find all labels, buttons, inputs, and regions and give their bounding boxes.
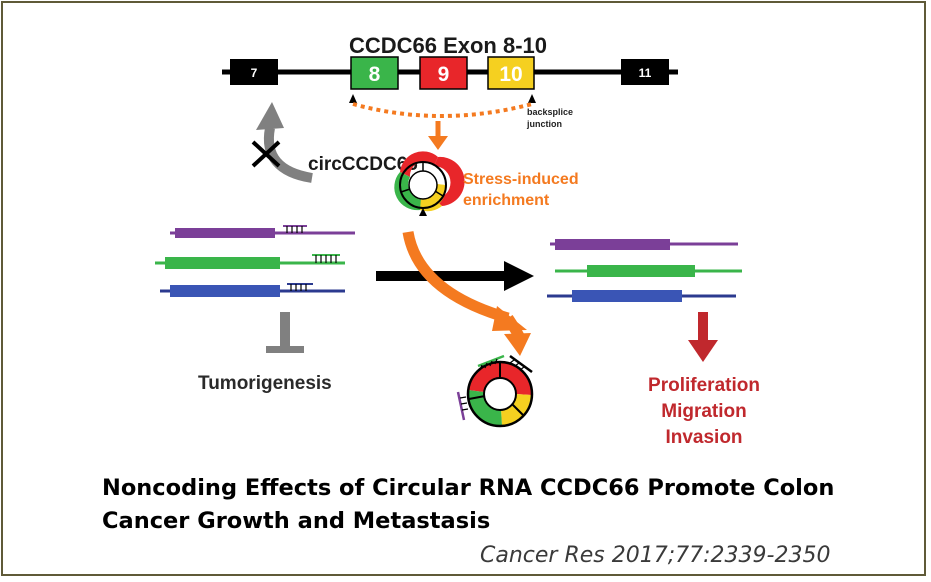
orange-curved-arrow [402, 230, 510, 324]
orange-down-arrow-head [428, 136, 448, 150]
red-down-arrow [688, 312, 718, 362]
exon-10: 10 [487, 56, 535, 90]
paper-citation: Cancer Res 2017;77:2339-2350 [480, 543, 831, 568]
gray-curved-arrow-head [256, 102, 284, 130]
bound-mirna-black [509, 354, 533, 374]
blocked-x-icon [251, 140, 281, 168]
enrichment-label-line2: enrichment [463, 192, 550, 209]
left-mrna-green [155, 254, 345, 269]
circrna-sponge [466, 360, 534, 428]
svg-text:9: 9 [438, 63, 450, 86]
right-mrna-green [555, 265, 742, 277]
gray-curved-arrow [263, 127, 313, 183]
inhibition-arrow [266, 312, 304, 353]
exon-11: 11 [621, 59, 669, 85]
right-outcome-1: Proliferation [648, 375, 760, 396]
graphical-abstract-diagram: 7 8 9 10 11 CCDC66 Exon 8-10 backsplice … [155, 33, 760, 448]
right-mrna-navy [547, 290, 736, 302]
left-mrna-navy [160, 283, 345, 297]
backsplice-label-line1: backsplice [527, 107, 573, 117]
main-black-arrow [376, 261, 534, 291]
paper-title: Noncoding Effects of Circular RNA CCDC66… [102, 475, 835, 534]
bound-mirna-purple [456, 391, 469, 421]
right-mrna-purple [550, 239, 738, 250]
exon-8: 8 [350, 56, 399, 90]
right-outcome-3: Invasion [665, 427, 742, 448]
backsplice-label-line2: junction [526, 119, 562, 129]
svg-text:8: 8 [369, 63, 381, 86]
right-outcome-2: Migration [661, 401, 747, 422]
bound-mirna-green [477, 354, 505, 371]
svg-text:10: 10 [499, 63, 522, 86]
orange-curved-arrow-tip [504, 333, 531, 356]
left-outcome: Tumorigenesis [198, 373, 332, 394]
enrichment-label-line1: Stress-induced [463, 171, 579, 188]
left-mrna-purple [170, 225, 355, 238]
circrna-ring [394, 151, 465, 216]
svg-text:11: 11 [639, 66, 652, 80]
backsplice-arc [352, 102, 533, 118]
exon-7: 7 [230, 59, 278, 85]
junction-marker-right [528, 94, 536, 103]
circ-label: circCCDC66 [308, 154, 418, 175]
gene-title: CCDC66 Exon 8-10 [349, 33, 547, 58]
exon-9: 9 [419, 56, 468, 90]
junction-marker-left [349, 94, 357, 103]
svg-text:7: 7 [251, 66, 258, 80]
